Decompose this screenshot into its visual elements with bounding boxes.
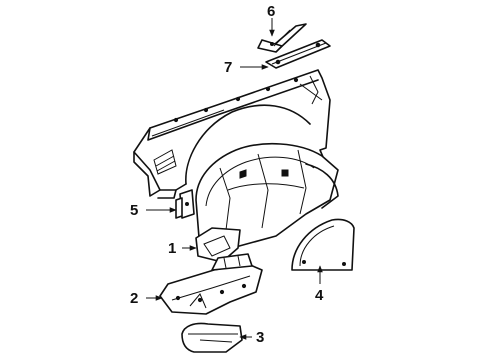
- callout-5: 5: [130, 202, 138, 219]
- callout-7: 7: [224, 59, 232, 76]
- part-4-splash-shield: [291, 218, 355, 271]
- part-6-brace: [257, 23, 307, 53]
- fender-panel: [133, 69, 331, 199]
- part-5-bracket: [175, 189, 195, 219]
- part-3-end-cap: [181, 322, 243, 353]
- callout-3: 3: [256, 329, 264, 346]
- callout-1: 1: [168, 240, 176, 257]
- callout-4: 4: [315, 287, 324, 304]
- part-2-lower-cover: [159, 253, 263, 315]
- callout-2: 2: [130, 290, 138, 307]
- callout-6: 6: [267, 3, 275, 20]
- part-1-inner-liner: [195, 142, 339, 263]
- part-7-brace: [265, 39, 331, 69]
